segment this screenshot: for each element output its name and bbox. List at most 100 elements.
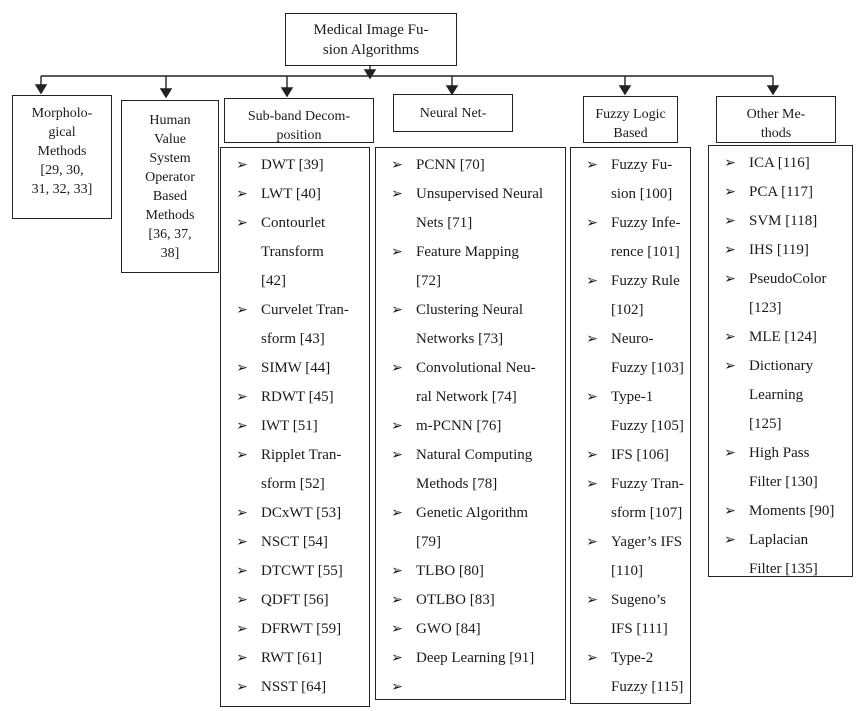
item-label: TLBO [80] xyxy=(416,563,484,579)
list-item: ➢ Type-2 Fuzzy [115] xyxy=(577,644,690,702)
item-label: Feature Mapping [72] xyxy=(416,244,519,289)
list-item: ➢Curvelet Tran- sform [43] xyxy=(227,296,369,354)
list-item: ➢IWT [51] xyxy=(227,412,369,441)
item-label: DWT [39] xyxy=(261,157,324,173)
item-label: Natural Computing Methods [78] xyxy=(416,447,533,492)
subband-list: ➢ DWT [39] ➢ LWT [40] ➢ Contourlet Transfor… xyxy=(220,147,370,707)
bullet-arrow-icon: ➢ xyxy=(236,535,248,550)
bullet-arrow-icon: ➢ xyxy=(236,187,248,202)
bullet-arrow-icon: ➢ xyxy=(236,680,248,695)
item-label: LWT [40] xyxy=(261,186,321,202)
bullet-arrow-icon: ➢ xyxy=(586,390,598,405)
list-item: ➢SIMW [44] xyxy=(227,354,369,383)
neural-header: Neural Net- xyxy=(419,106,487,121)
other-header-box: Other Me- thods xyxy=(716,96,836,143)
list-item: ➢DTCWT [55] xyxy=(227,557,369,586)
bullet-arrow-icon: ➢ xyxy=(391,303,403,318)
other-list: ➢ICA [116] ➢PCA [117] ➢SVM [118] ➢IHS [1… xyxy=(708,145,853,577)
morphological-box: Morpholo- gical Methods [29, 30, 31, 32,… xyxy=(12,95,112,219)
bullet-arrow-icon: ➢ xyxy=(236,564,248,579)
list-item: ➢IFS [106] xyxy=(577,441,690,470)
fuzzy-list: ➢Fuzzy Fu- sion [100] ➢Fuzzy Infe- rence… xyxy=(570,147,691,704)
list-item: ➢ DWT [39] xyxy=(227,151,369,180)
other-header: Other Me- thods xyxy=(746,107,806,141)
list-item: ➢ LWT [40] xyxy=(227,180,369,209)
item-label: ICA [116] xyxy=(749,155,810,171)
bullet-arrow-icon: ➢ xyxy=(724,359,736,374)
bullet-arrow-icon: ➢ xyxy=(586,448,598,463)
item-label: QDFT [56] xyxy=(261,592,329,608)
item-label: DCxWT [53] xyxy=(261,505,342,521)
bullet-arrow-icon: ➢ xyxy=(391,419,403,434)
item-label: Deep Learning [91] xyxy=(416,650,535,666)
item-label: Fuzzy Infe- rence [101] xyxy=(611,215,681,260)
bullet-arrow-icon: ➢ xyxy=(236,303,248,318)
list-item: ➢PCNN [70] xyxy=(382,151,565,180)
list-item: ➢Ripplet Tran- sform [52] xyxy=(227,441,369,499)
item-label: Type-1 Fuzzy [105] xyxy=(611,389,684,434)
list-item: ➢ Deep Learning [91] xyxy=(382,644,565,673)
bullet-arrow-icon: ➢ xyxy=(391,187,403,202)
bullet-arrow-icon: ➢ xyxy=(236,390,248,405)
item-label: IWT [51] xyxy=(261,418,318,434)
arrowhead-neural xyxy=(445,85,459,96)
item-label: Neuro- Fuzzy [103] xyxy=(611,331,684,376)
bullet-arrow-icon: ➢ xyxy=(236,158,248,173)
list-item: ➢ QDFT [56] xyxy=(227,586,369,615)
list-item: ➢Natural Computing Methods [78] xyxy=(382,441,565,499)
bullet-arrow-icon: ➢ xyxy=(391,651,403,666)
bullet-arrow-icon: ➢ xyxy=(586,651,598,666)
bullet-arrow-icon: ➢ xyxy=(391,158,403,173)
item-label: Fuzzy Rule [102] xyxy=(611,273,680,318)
neural-header-box: Neural Net- xyxy=(393,94,513,132)
list-item: ➢RDWT [45] xyxy=(227,383,369,412)
bullet-arrow-icon: ➢ xyxy=(724,533,736,548)
list-item: ➢ OTLBO [83] xyxy=(382,586,565,615)
list-item: ➢Feature Mapping [72] xyxy=(382,238,565,296)
bullet-arrow-icon: ➢ xyxy=(586,274,598,289)
item-label: MLE [124] xyxy=(749,329,817,345)
item-label: Type-2 Fuzzy [115] xyxy=(611,650,684,695)
bullet-arrow-icon: ➢ xyxy=(724,185,736,200)
arrowhead-root xyxy=(363,69,377,80)
list-item: ➢ Type-1 Fuzzy [105] xyxy=(577,383,690,441)
list-item: ➢m-PCNN [76] xyxy=(382,412,565,441)
item-label: Moments [90] xyxy=(749,503,835,519)
list-item: ➢Fuzzy Fu- sion [100] xyxy=(577,151,690,209)
arrowhead-morphological xyxy=(34,84,48,95)
list-item: ➢ Yager’s IFS [110] xyxy=(577,528,690,586)
arrowhead-human-value xyxy=(159,88,173,99)
item-label: Ripplet Tran- sform [52] xyxy=(261,447,342,492)
item-label: Sugeno’s IFS [111] xyxy=(611,592,668,637)
list-item: ➢Sugeno’s IFS [111] xyxy=(577,586,690,644)
bullet-arrow-icon: ➢ xyxy=(586,158,598,173)
root-title: Medical Image Fu- sion Algorithms xyxy=(313,21,429,58)
list-item: ➢Unsupervised Neural Nets [71] xyxy=(382,180,565,238)
item-label: SIMW [44] xyxy=(261,360,331,376)
bullet-arrow-icon: ➢ xyxy=(586,535,598,550)
list-item: ➢MLE [124] xyxy=(715,323,852,352)
item-label: Contourlet Transform [42] xyxy=(261,215,326,289)
list-item: ➢High Pass Filter [130] xyxy=(715,439,852,497)
list-item: ➢RWT [61] xyxy=(227,644,369,673)
item-label: Dictionary Learning [125] xyxy=(749,358,814,432)
list-item: ➢Genetic Algorithm [79] xyxy=(382,499,565,557)
item-label: Yager’s IFS [110] xyxy=(611,534,683,579)
bullet-arrow-icon: ➢ xyxy=(236,216,248,231)
list-item: ➢Fuzzy Tran- sform [107] xyxy=(577,470,690,528)
list-item: ➢ Contourlet Transform [42] xyxy=(227,209,369,296)
bullet-arrow-icon: ➢ xyxy=(236,593,248,608)
list-item: ➢Fuzzy Infe- rence [101] xyxy=(577,209,690,267)
arrowhead-fuzzy xyxy=(618,85,632,96)
human-value-box: Human Value System Operator Based Method… xyxy=(121,100,219,273)
item-label: OTLBO [83] xyxy=(416,592,495,608)
list-item: ➢ Dictionary Learning [125] xyxy=(715,352,852,439)
item-label: PseudoColor [123] xyxy=(749,271,827,316)
item-label: High Pass Filter [130] xyxy=(749,445,818,490)
bullet-arrow-icon: ➢ xyxy=(391,593,403,608)
bullet-arrow-icon: ➢ xyxy=(391,564,403,579)
bullet-arrow-icon: ➢ xyxy=(724,272,736,287)
list-item: ➢NSST [64] xyxy=(227,673,369,702)
bullet-arrow-icon: ➢ xyxy=(724,504,736,519)
